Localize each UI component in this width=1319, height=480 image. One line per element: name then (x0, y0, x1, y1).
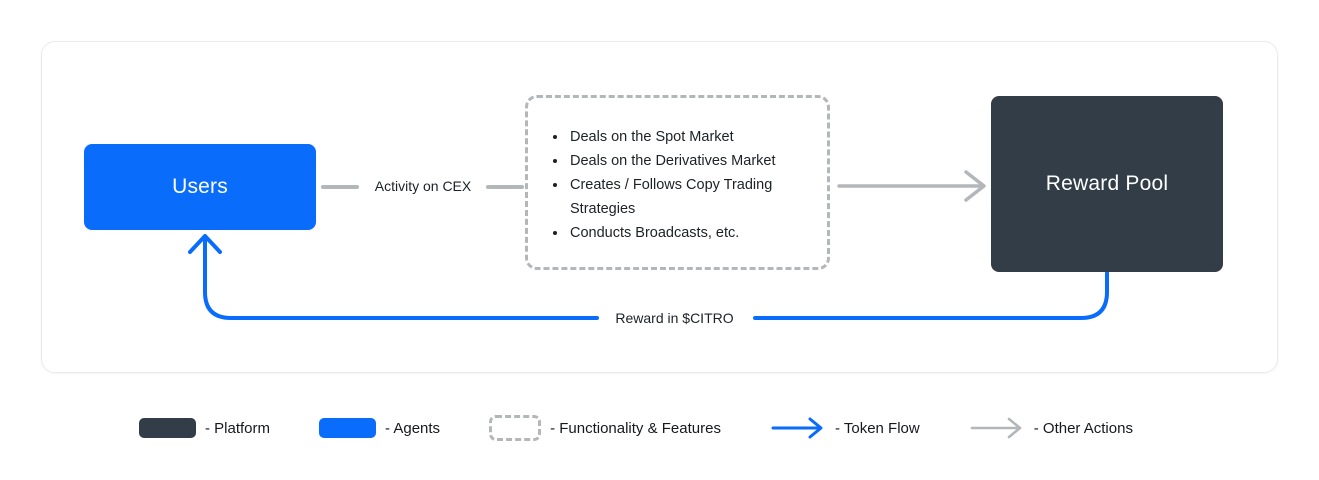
legend-label: - Agents (385, 419, 441, 437)
users-node-label: Users (172, 175, 228, 198)
feature-item: Deals on the Spot Market (568, 125, 800, 149)
legend-label: - Functionality & Features (550, 419, 721, 437)
legend-item-agents: - Agents (319, 418, 440, 438)
agent-swatch-icon (319, 418, 377, 438)
legend-label: - Token Flow (834, 419, 920, 437)
legend-item-platform: - Platform (139, 418, 270, 438)
platform-swatch-icon (139, 418, 196, 438)
feature-item: Creates / Follows Copy Trading Strategie… (568, 173, 800, 221)
activity-on-cex-label: Activity on CEX (374, 178, 472, 194)
legend-item-other-actions: - Other Actions (969, 415, 1133, 441)
legend: - Platform - Agents - Functionality & Fe… (139, 412, 1133, 444)
features-list: Deals on the Spot Market Deals on the De… (548, 125, 800, 245)
legend-item-functionality: - Functionality & Features (489, 415, 721, 441)
feature-item: Conducts Broadcasts, etc. (568, 221, 800, 245)
reward-in-citro-label: Reward in $CITRO (615, 310, 734, 326)
reward-pool-node-label: Reward Pool (1045, 172, 1169, 195)
legend-label: - Other Actions (1033, 419, 1133, 437)
feature-item: Deals on the Derivatives Market (568, 149, 800, 173)
dashed-box-icon (489, 415, 542, 441)
users-node[interactable]: Users (84, 144, 316, 230)
blue-arrow-icon (771, 417, 823, 439)
legend-label: - Platform (205, 419, 271, 437)
functionality-features-box: Deals on the Spot Market Deals on the De… (525, 95, 830, 270)
reward-pool-node[interactable]: Reward Pool (991, 96, 1223, 272)
gray-arrow-icon (970, 417, 1022, 439)
legend-item-token-flow: - Token Flow (770, 415, 920, 441)
